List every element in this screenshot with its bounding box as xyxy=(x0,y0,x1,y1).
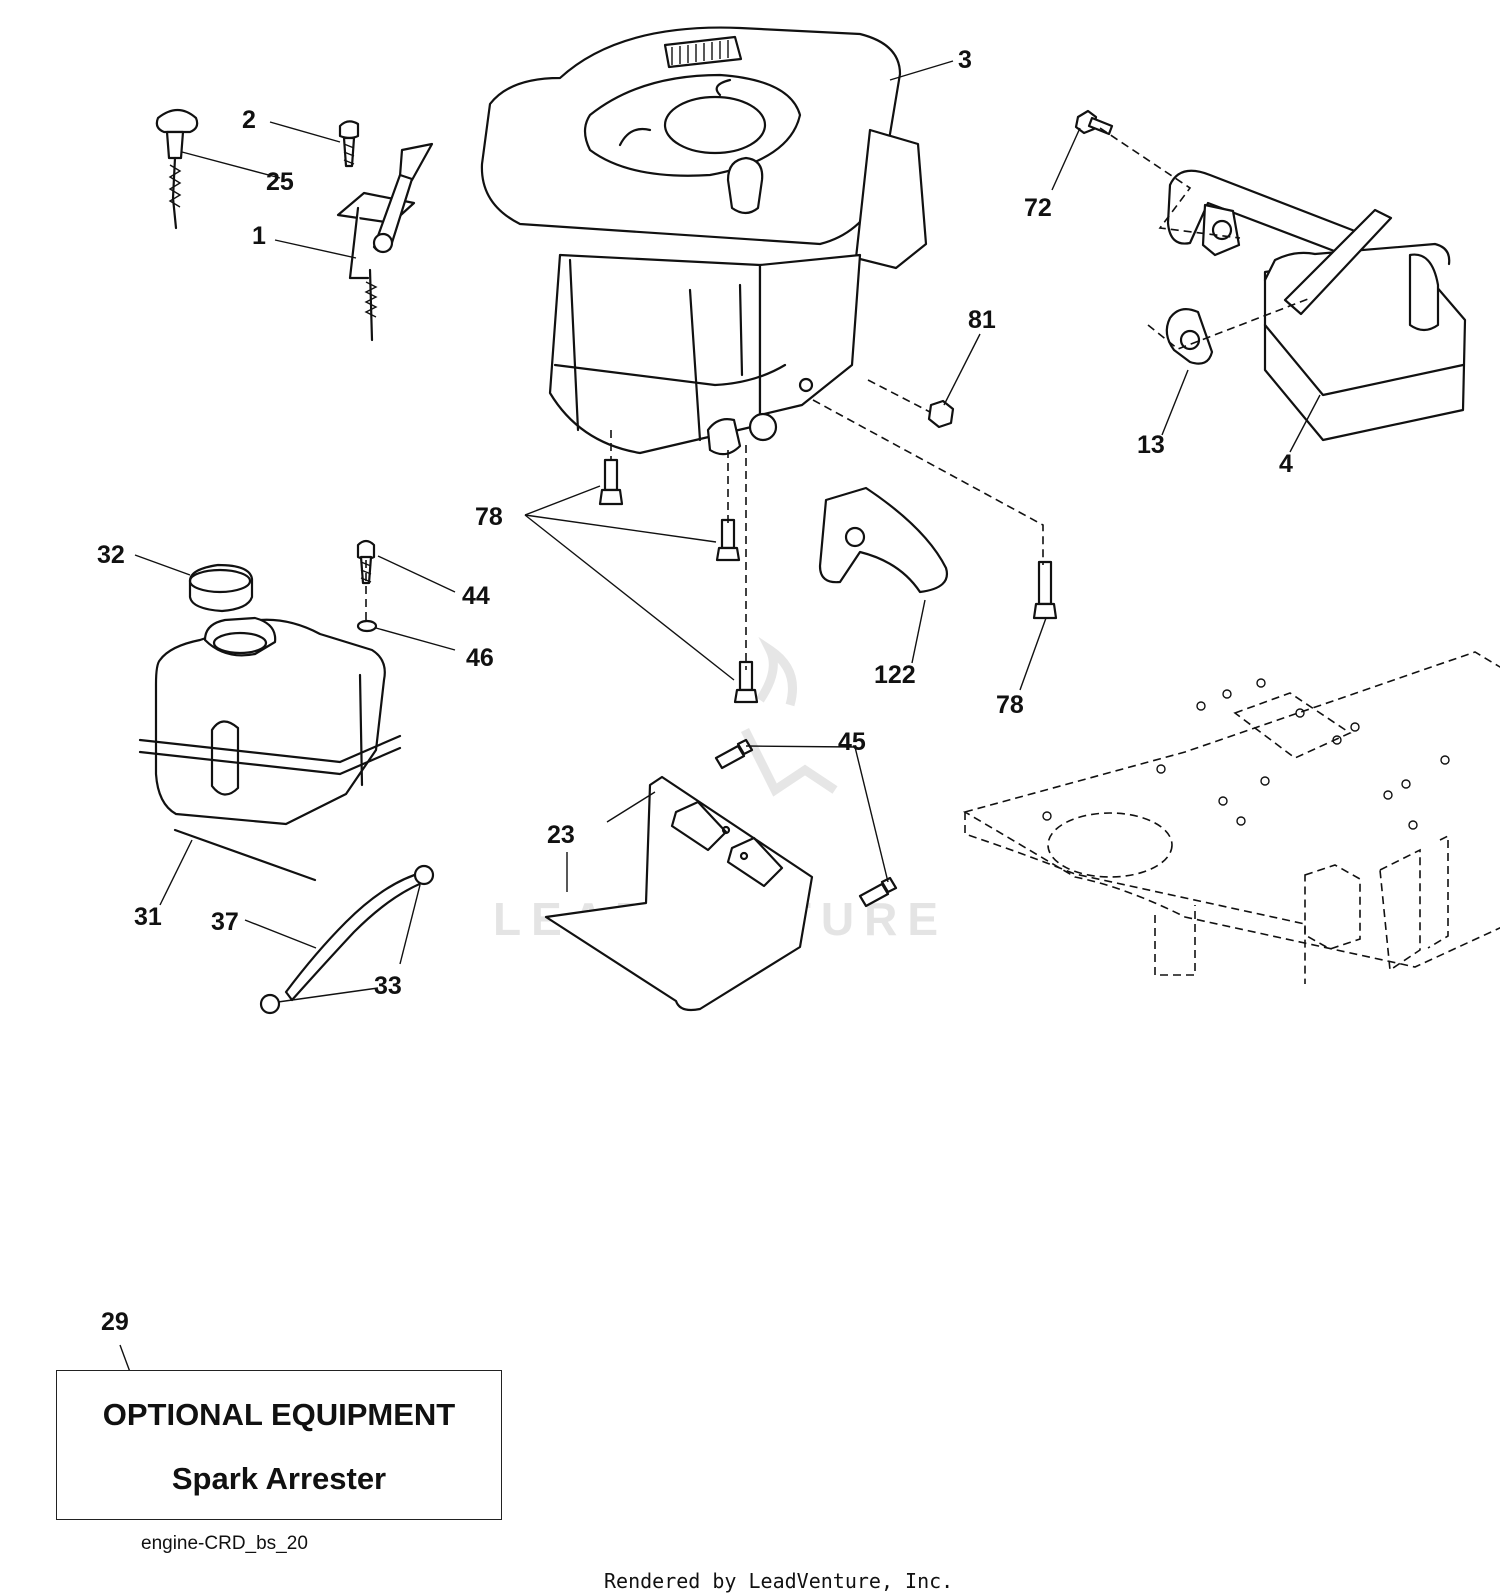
callout-4: 4 xyxy=(1279,450,1293,478)
leader-122 xyxy=(911,599,926,664)
leader-37 xyxy=(244,919,317,949)
part-4-muffler[interactable] xyxy=(1166,169,1467,442)
callout-46: 46 xyxy=(466,644,494,672)
leader-23 xyxy=(566,791,656,892)
leader-81 xyxy=(943,333,981,406)
callout-78-left: 78 xyxy=(475,503,503,531)
leader-32 xyxy=(134,554,191,576)
part-122-heat-shield[interactable] xyxy=(818,486,949,594)
mounting-frame xyxy=(962,651,1500,984)
leader-72 xyxy=(1051,127,1081,191)
part-13-gasket[interactable] xyxy=(1165,307,1214,365)
watermark-logo-icon xyxy=(740,636,838,797)
callout-33: 33 xyxy=(374,972,402,1000)
leader-2 xyxy=(269,121,341,143)
leader-46 xyxy=(375,627,456,651)
part-45-screws[interactable] xyxy=(714,738,898,908)
callout-78-right: 78 xyxy=(996,691,1024,719)
leader-3 xyxy=(889,60,954,81)
leader-45-a xyxy=(745,745,856,748)
part-2-screw[interactable] xyxy=(338,120,360,168)
leader-33-b xyxy=(399,884,421,965)
diagram-code: engine-CRD_bs_20 xyxy=(141,1533,308,1554)
part-25-choke-knob[interactable] xyxy=(155,108,199,230)
part-44-screw[interactable] xyxy=(356,539,376,585)
callout-1: 1 xyxy=(252,222,266,250)
callout-72: 72 xyxy=(1024,194,1052,222)
optional-equipment-box[interactable]: OPTIONAL EQUIPMENT Spark Arrester xyxy=(56,1370,502,1520)
callout-44: 44 xyxy=(462,582,490,610)
part-81-nut[interactable] xyxy=(927,399,955,429)
part-46-washer[interactable] xyxy=(356,619,378,633)
optional-equipment-subtitle: Spark Arrester xyxy=(171,1461,387,1496)
callout-2: 2 xyxy=(242,106,256,134)
leader-29 xyxy=(119,1344,131,1373)
part-33-clamps[interactable] xyxy=(259,864,435,1015)
callout-31: 31 xyxy=(134,903,162,931)
callout-3: 3 xyxy=(958,46,972,74)
callout-29: 29 xyxy=(101,1308,129,1336)
leader-78-d xyxy=(1019,617,1047,691)
callout-45: 45 xyxy=(838,728,866,756)
callout-labels: 2 25 1 3 72 81 13 4 78 78 122 32 44 46 4… xyxy=(97,46,1293,1336)
leader-lines xyxy=(119,60,1321,1373)
part-72-bolt[interactable] xyxy=(1074,109,1114,136)
leader-78-b xyxy=(524,514,717,543)
leader-78-c xyxy=(524,514,735,681)
leader-33-a xyxy=(277,987,379,1003)
callout-37: 37 xyxy=(211,908,239,936)
part-32-fuel-cap[interactable] xyxy=(188,563,254,613)
callout-25: 25 xyxy=(266,168,294,196)
part-37-fuel-line[interactable] xyxy=(284,870,432,1002)
leader-1 xyxy=(274,239,357,259)
callout-81: 81 xyxy=(968,306,996,334)
leader-45-b xyxy=(854,746,889,883)
callout-13: 13 xyxy=(1137,431,1165,459)
callout-32: 32 xyxy=(97,541,125,569)
assembly-lines xyxy=(365,127,1309,670)
leader-13 xyxy=(1161,369,1189,436)
leader-44 xyxy=(377,555,456,593)
part-3-engine[interactable] xyxy=(480,26,928,456)
callout-122: 122 xyxy=(874,661,916,689)
callout-23: 23 xyxy=(547,821,575,849)
leader-25 xyxy=(181,151,281,179)
part-31-fuel-tank[interactable] xyxy=(138,616,402,882)
optional-equipment-title: OPTIONAL EQUIPMENT xyxy=(102,1397,456,1432)
part-23-bracket-plate[interactable] xyxy=(544,775,814,1012)
render-credit: Rendered by LeadVenture, Inc. xyxy=(604,1569,954,1593)
leader-4 xyxy=(1289,394,1321,453)
leader-31 xyxy=(159,839,193,906)
part-1-throttle-control[interactable] xyxy=(336,142,434,342)
leader-78-a xyxy=(524,485,601,516)
part-78-bolts[interactable] xyxy=(598,458,1058,704)
